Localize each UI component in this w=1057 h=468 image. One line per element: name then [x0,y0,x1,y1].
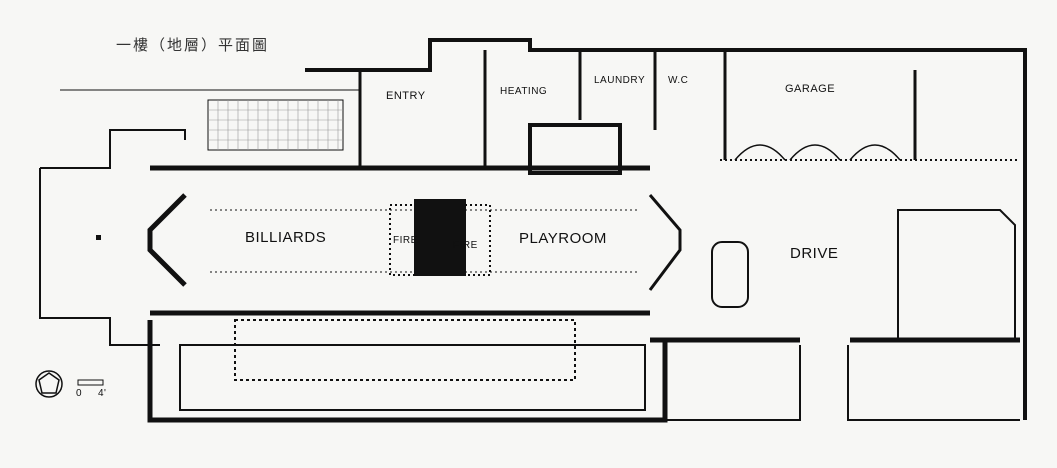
room-label-garage: GARAGE [785,83,836,95]
room-label-fire-left: FIRE [393,235,418,246]
north-compass-icon [35,370,63,398]
left-bay-wall [40,129,186,169]
room-label-fire-right: FIRE [453,240,478,251]
room-label-wc: W.C [668,75,689,86]
room-label-entry: ENTRY [386,90,426,102]
outer-wall [305,38,1027,420]
room-label-playroom: PLAYROOM [519,230,607,247]
room-label-billiards: BILLIARDS [245,229,327,246]
room-label-drive: DRIVE [790,245,839,262]
scale-end: 4' [98,388,107,399]
scale-start: 0 [76,388,83,399]
grid-paving [208,100,343,150]
room-label-heating: HEATING [500,86,548,97]
terrace-wall [147,320,668,423]
plan-title: 一樓（地層）平面圖 [116,36,270,54]
scale-bar [77,379,104,386]
room-label-laundry: LAUNDRY [594,75,646,86]
